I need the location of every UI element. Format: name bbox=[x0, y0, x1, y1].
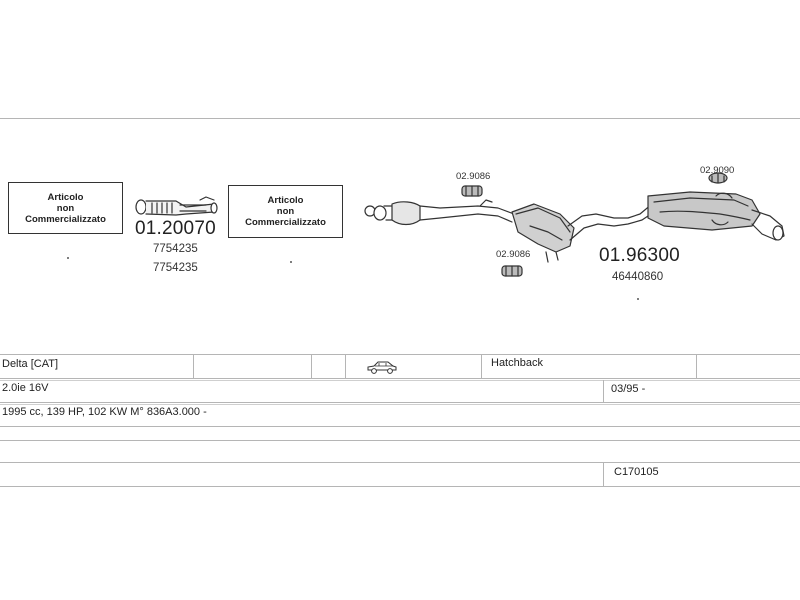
catalog-code-cell: C170105 bbox=[614, 466, 659, 478]
hatchback-car-icon bbox=[366, 359, 398, 375]
center-pipe-part[interactable] bbox=[364, 199, 515, 226]
table-line-7 bbox=[0, 486, 800, 487]
hanger-rear-code[interactable]: 02.9090 bbox=[700, 165, 735, 176]
middle-silencer-ref: 46440860 bbox=[612, 271, 664, 283]
table-line-4 bbox=[0, 426, 800, 427]
marker-dot-2 bbox=[290, 261, 292, 263]
col-divider-1 bbox=[193, 354, 194, 378]
table-line-3b bbox=[0, 404, 800, 405]
col-divider-2 bbox=[311, 354, 312, 378]
model-cell: Delta [CAT] bbox=[2, 358, 59, 370]
front-pipe-ref-b: 7754235 bbox=[153, 262, 198, 274]
col-divider-7 bbox=[603, 462, 604, 486]
table-line-5 bbox=[0, 440, 800, 441]
table-line-3 bbox=[0, 402, 800, 403]
hanger-bottom-mid-code[interactable]: 02.9086 bbox=[496, 249, 531, 260]
top-border bbox=[0, 118, 800, 119]
box-1-line-2: non bbox=[56, 202, 75, 214]
not-sold-box-1: Articolo non Commercializzato bbox=[8, 182, 123, 234]
not-sold-box-2: Articolo non Commercializzato bbox=[228, 185, 343, 238]
front-pipe-code[interactable]: 01.20070 bbox=[135, 218, 216, 239]
box-2-line-2: non bbox=[276, 206, 295, 217]
box-2-line-3: Commercializzato bbox=[245, 217, 326, 228]
hanger-top-mid-code[interactable]: 02.9086 bbox=[456, 171, 491, 182]
table-line-1 bbox=[0, 354, 800, 355]
front-pipe-ref-a: 7754235 bbox=[153, 243, 198, 255]
table-line-6 bbox=[0, 462, 800, 463]
table-line-2 bbox=[0, 378, 800, 379]
col-divider-6 bbox=[603, 380, 604, 402]
hanger-bottom-mid-part[interactable] bbox=[501, 265, 523, 277]
specs-cell: 1995 cc, 139 HP, 102 KW M° 836A3.000 - bbox=[2, 406, 207, 418]
front-pipe-part[interactable] bbox=[135, 196, 218, 216]
box-1-line-1: Articolo bbox=[47, 191, 84, 203]
engine-cell: 2.0ie 16V bbox=[2, 382, 49, 394]
marker-dot-3 bbox=[637, 298, 639, 300]
hanger-rear-part[interactable] bbox=[708, 172, 728, 184]
col-divider-5 bbox=[696, 354, 697, 378]
col-divider-3 bbox=[345, 354, 346, 378]
middle-silencer-part[interactable] bbox=[511, 203, 655, 263]
marker-dot-1 bbox=[67, 257, 69, 259]
date-cell: 03/95 - bbox=[611, 383, 646, 395]
col-divider-4 bbox=[481, 354, 482, 378]
box-2-line-1: Articolo bbox=[267, 195, 304, 206]
hanger-top-mid-part[interactable] bbox=[461, 185, 483, 197]
rear-silencer-part[interactable] bbox=[647, 191, 785, 241]
box-1-line-3: Commercializzato bbox=[25, 213, 106, 225]
body-type-cell: Hatchback bbox=[491, 357, 543, 369]
middle-silencer-code[interactable]: 01.96300 bbox=[599, 245, 680, 266]
table-line-2b bbox=[0, 380, 800, 381]
